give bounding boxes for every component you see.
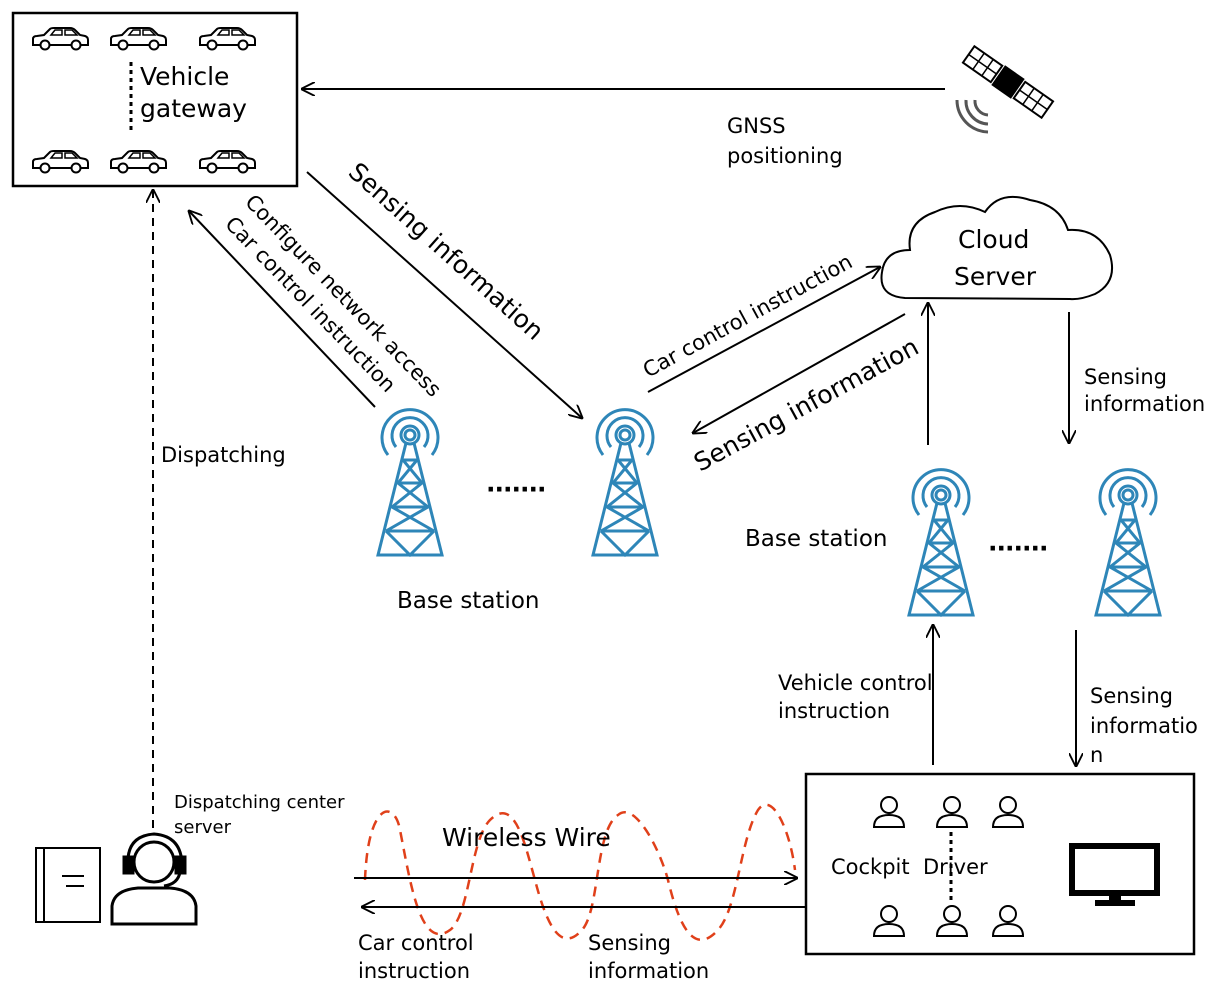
satellite-signal-icon: [955, 99, 989, 134]
sensing-lower-label-2: informatio: [1090, 714, 1198, 738]
car-control-to-cloud-label: Car control instruction: [639, 249, 856, 382]
wireless-wave: [363, 803, 797, 942]
car-control-bottom-label-2: instruction: [358, 959, 470, 983]
dots-left: ·······: [486, 475, 545, 504]
sensing-lower-label-3: n: [1090, 743, 1103, 767]
dispatching-label: Dispatching: [161, 443, 286, 467]
sensing-bottom-label-2: information: [588, 959, 709, 983]
tower-icon: [1094, 468, 1162, 617]
cloud-label-2: Server: [954, 262, 1037, 291]
server-book-icon: [35, 847, 101, 923]
sensing-from-cloud-arrow: [693, 313, 906, 433]
tower-icon: [376, 408, 444, 557]
sensing-bottom-label-1: Sensing: [588, 931, 671, 955]
cockpit-box: Cockpit Driver: [804, 772, 1196, 956]
cloud-icon: [880, 196, 1114, 301]
vehicle-gateway-label-2: gateway: [140, 94, 247, 123]
gnss-label-2: positioning: [727, 144, 843, 168]
monitor-icon: [1069, 843, 1160, 906]
base-station-right-label: Base station: [745, 526, 887, 552]
cockpit-label: Cockpit: [831, 855, 910, 879]
car-control-to-cloud-arrow: [647, 267, 880, 393]
satellite-icon: [961, 44, 1055, 120]
base-station-left-label: Base station: [397, 588, 539, 614]
vehicle-gateway-label-1: Vehicle: [140, 62, 229, 91]
wireless-wire-label: Wireless Wire: [442, 823, 611, 852]
tower-icon: [907, 468, 975, 617]
operator-headset-icon: [110, 832, 198, 926]
vehicle-gateway-box: Vehicle gateway: [11, 11, 299, 188]
sensing-lower-label-1: Sensing: [1090, 684, 1173, 708]
vehicle-control-label-1: Vehicle control: [778, 671, 933, 695]
driver-label: Driver: [923, 855, 988, 879]
gnss-label-1: GNSS: [727, 114, 786, 138]
car-control-bottom-label-1: Car control: [358, 931, 474, 955]
sensing-from-cloud-label: Sensing information: [689, 332, 923, 477]
sensing-right-label-1: Sensing: [1084, 365, 1167, 389]
cloud-label-1: Cloud: [958, 225, 1029, 254]
sensing-info-arrow: [306, 171, 582, 418]
sensing-right-label-2: information: [1084, 392, 1205, 416]
configure-car-control-arrow: [189, 211, 376, 408]
dispatch-center-label-2: server: [174, 817, 232, 838]
dispatch-center-label-1: Dispatching center: [174, 792, 345, 813]
tower-icon: [591, 408, 659, 557]
dots-right: ·······: [988, 534, 1047, 563]
vehicle-control-label-2: instruction: [778, 699, 890, 723]
car-control-diag-label: Car control instruction: [220, 212, 400, 397]
